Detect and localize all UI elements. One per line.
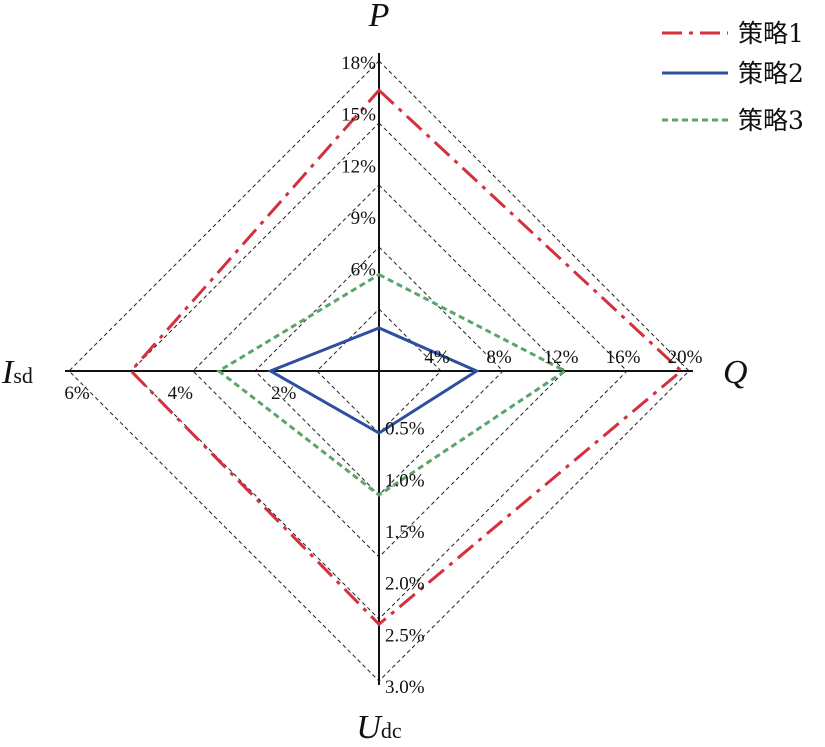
tick-label-isd-3: 6% [64, 383, 90, 404]
tick-label-udc-1: 0.5% [385, 419, 425, 440]
tick-label-q-3: 12% [544, 347, 579, 368]
tick-label-udc-5: 2.5% [385, 625, 425, 646]
tick-label-p-5: 18% [341, 53, 376, 74]
axis-title-udc-main: U [356, 709, 383, 746]
series-2-polygon [267, 326, 480, 435]
tick-label-udc-6: 3.0% [385, 677, 425, 698]
tick-label-isd-1: 2% [271, 383, 297, 404]
axis-title-isd: Isd [1, 354, 33, 391]
series-1-polygon [128, 88, 684, 627]
axis-title-isd-main: I [1, 354, 15, 391]
axis-title-q: Q [723, 354, 748, 391]
axis-title-p-main: P [368, 0, 390, 34]
legend-label-1: 策略1 [738, 19, 804, 48]
axis-title-q-main: Q [723, 354, 748, 391]
legend-label-2: 策略2 [738, 59, 804, 88]
legend-label-3: 策略3 [738, 106, 804, 135]
axis-title-p: P [368, 0, 390, 34]
tick-label-p-4: 15% [341, 105, 376, 126]
tick-label-udc-2: 1.0% [385, 470, 425, 491]
tick-label-isd-2: 4% [168, 383, 194, 404]
axis-title-udc: Udc [356, 709, 402, 746]
tick-label-p-2: 9% [351, 208, 377, 229]
tick-label-udc-3: 1.5% [385, 522, 425, 543]
axis-title-udc-sub: dc [381, 718, 402, 743]
tick-label-q-5: 20% [668, 347, 703, 368]
tick-label-p-3: 12% [341, 156, 376, 177]
axis-title-isd-sub: sd [13, 363, 33, 388]
tick-label-q-2: 8% [486, 347, 512, 368]
tick-label-q-1: 4% [424, 347, 450, 368]
tick-label-udc-4: 2.0% [385, 574, 425, 595]
tick-label-q-4: 16% [606, 347, 641, 368]
series-3-polygon [216, 272, 568, 497]
tick-label-p-1: 6% [351, 260, 377, 281]
